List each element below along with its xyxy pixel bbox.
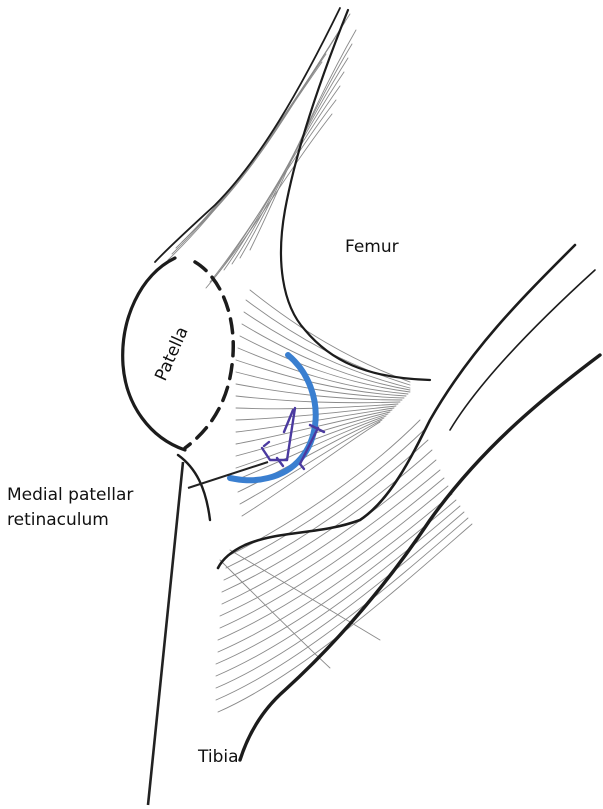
anatomy-outlines	[123, 8, 600, 760]
label-femur: Femur	[345, 237, 399, 257]
label-tibia: Tibia	[197, 747, 239, 767]
quadriceps-fibers	[168, 14, 356, 288]
retinaculum-leader-line	[188, 462, 268, 488]
label-retinaculum-line1: Medial patellar	[7, 485, 133, 505]
label-retinaculum-line2: retinaculum	[7, 510, 109, 530]
tibial-fibers	[216, 420, 472, 712]
vertical-leader-line	[148, 462, 183, 805]
label-patella: Patella	[151, 324, 192, 384]
